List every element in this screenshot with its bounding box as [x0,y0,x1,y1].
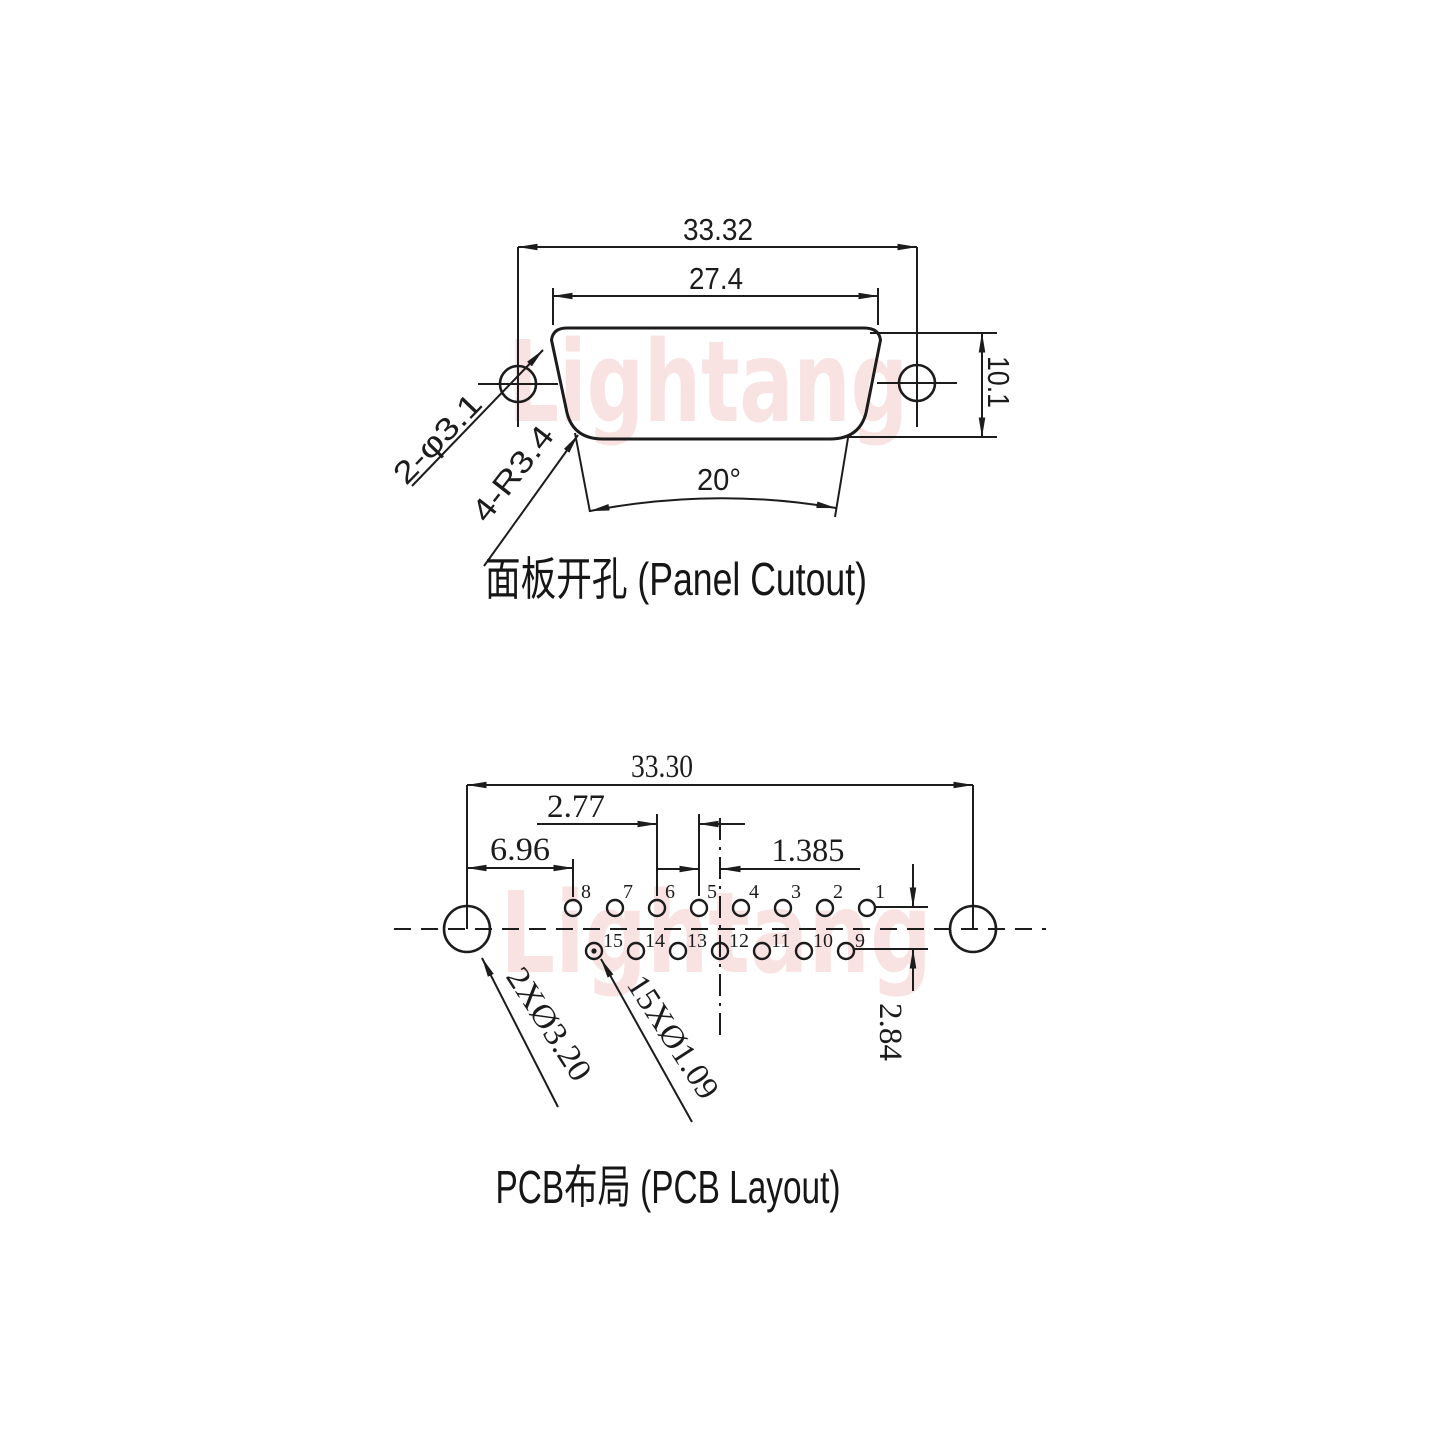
pcb-left-mounting-hole [442,904,492,954]
dim-overall-width-text: 33.32 [683,212,753,247]
pin-hole-1 [857,898,877,918]
dim-hole-to-pin-text: 6.96 [490,832,550,868]
pcb-layout-drawing: 33.30 6.96 2.77 1.385 2.84 [394,749,1046,1213]
pin-hole-2 [815,898,835,918]
pin-label: 12 [729,930,749,952]
pin-holes-top-row [563,898,877,918]
pin-label: 14 [645,930,665,952]
dim-row-spacing-text: 2.84 [872,1003,908,1061]
pin-label: 5 [707,881,717,903]
pin-hole-12 [710,941,730,961]
dim-side-angle: 20° [574,432,849,518]
pin-label: 9 [855,930,865,952]
pin-hole-14 [626,941,646,961]
dim-row-spacing: 2.84 [854,864,928,1061]
dim-hole-span-text: 33.30 [631,749,693,785]
label-mounting-holes-text: 2-φ3.1 [386,386,489,491]
pin-label: 10 [813,930,833,952]
pin-hole-3 [773,898,793,918]
pin-hole-7 [605,898,625,918]
pin-hole-9 [836,941,856,961]
dim-pin-pitch-text: 2.77 [547,789,605,825]
pin-label: 15 [603,930,623,952]
pin-number-labels: 8 7 6 5 4 3 2 1 15 14 13 12 11 10 9 [581,881,885,952]
pin-label: 4 [749,881,759,903]
right-mounting-hole [897,363,937,403]
pcb-right-mounting-hole [948,904,998,954]
pcb-layout-title: PCB布局 (PCB Layout) [496,1161,841,1213]
dim-cutout-width-text: 27.4 [689,261,743,296]
pin-holes-bottom-row [584,941,856,961]
dim-cutout-width: 27.4 [552,261,879,325]
dim-pin-pitch: 2.77 [537,789,745,896]
dim-hole-span: 33.30 [466,749,974,789]
dim-hole-to-pin: 6.96 [466,832,574,897]
pin-hole-6 [647,898,667,918]
pin-label: 7 [623,881,633,903]
watermark-top: Lightang [508,318,908,448]
pin-label: 1 [875,881,885,903]
pin-hole-15 [584,941,604,961]
dim-half-pitch: 1.385 [658,833,860,873]
pin-hole-8 [563,898,583,918]
pin-label: 3 [791,881,801,903]
dim-half-pitch-text: 1.385 [772,833,845,869]
pin-label: 6 [665,881,675,903]
pin-label: 11 [771,930,790,952]
pin-hole-4 [731,898,751,918]
pin-label: 8 [581,881,591,903]
pin-hole-10 [794,941,814,961]
left-mounting-hole [498,364,538,404]
pin-label: 13 [687,930,707,952]
pin-hole-5 [689,898,709,918]
dim-cutout-height: 10.1 [845,332,1016,438]
pin-hole-13 [668,941,688,961]
pin-label: 2 [833,881,843,903]
pin-hole-11 [752,941,772,961]
pin-15-center-dot [591,948,597,954]
dim-cutout-height-text: 10.1 [981,356,1016,408]
dim-overall-width: 33.32 [517,212,918,251]
dim-side-angle-text: 20° [697,462,741,497]
panel-cutout-title: 面板开孔 (Panel Cutout) [485,553,867,605]
